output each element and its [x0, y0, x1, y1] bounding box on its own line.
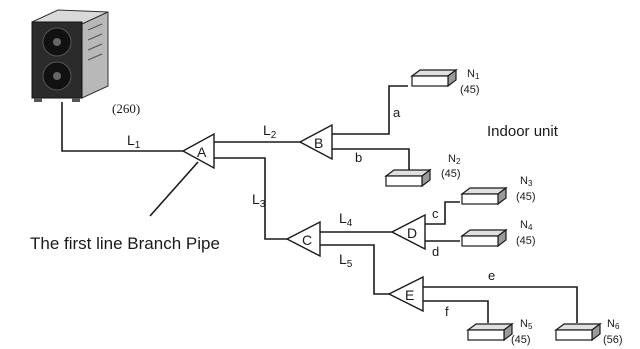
n3-name: N3 — [520, 175, 533, 188]
outdoor-capacity-label: (260) — [112, 101, 140, 116]
joint-c: C — [285, 220, 321, 258]
pipe-l4-label: L4 — [339, 210, 353, 229]
pipe-a-label: a — [393, 105, 401, 120]
indoor-unit-n6 — [554, 322, 602, 342]
pipe-l3-label: L3 — [252, 191, 266, 210]
pipe-f-label: f — [445, 304, 449, 319]
joint-e: E — [387, 275, 424, 313]
n6-capacity: (56) — [603, 334, 623, 346]
indoor-unit-label: Indoor unit — [487, 123, 559, 140]
n6-name: N6 — [607, 318, 620, 331]
pipe-l5-label: L5 — [339, 251, 353, 270]
joint-b-label: B — [314, 135, 323, 151]
pipe-l1-label: L1 — [127, 132, 141, 151]
pipe-network — [61, 85, 578, 323]
joint-c-label: C — [302, 232, 312, 248]
pipe-e-label: e — [488, 268, 495, 283]
indoor-unit-n1 — [410, 68, 458, 88]
n4-capacity: (45) — [516, 235, 536, 247]
n5-capacity: (45) — [511, 334, 531, 346]
indoor-unit-n2 — [384, 168, 432, 188]
first-branch-pipe-label: The first line Branch Pipe — [30, 234, 220, 253]
indoor-unit-n4 — [460, 228, 508, 248]
joint-e-label: E — [405, 287, 414, 303]
joint-d: D — [390, 213, 426, 251]
n5-name: N5 — [520, 318, 533, 331]
n1-name: N1 — [467, 68, 480, 81]
joint-d-label: D — [407, 225, 417, 241]
n4-name: N4 — [520, 219, 533, 232]
n2-capacity: (45) — [441, 168, 461, 180]
n3-capacity: (45) — [516, 191, 536, 203]
joint-a: A — [181, 132, 215, 170]
pipe-l2-label: L2 — [263, 122, 277, 141]
n2-name: N2 — [448, 153, 461, 166]
indoor-unit-n3 — [460, 186, 508, 206]
indoor-unit-n5 — [466, 322, 514, 342]
pipe-b-label: b — [355, 150, 362, 165]
n1-capacity: (45) — [460, 84, 480, 96]
joint-a-label: A — [197, 144, 207, 160]
joint-b: B — [298, 123, 333, 161]
outdoor-unit — [31, 9, 109, 102]
pipe-d-label: d — [432, 244, 439, 259]
pipe-c-label: c — [432, 206, 439, 221]
